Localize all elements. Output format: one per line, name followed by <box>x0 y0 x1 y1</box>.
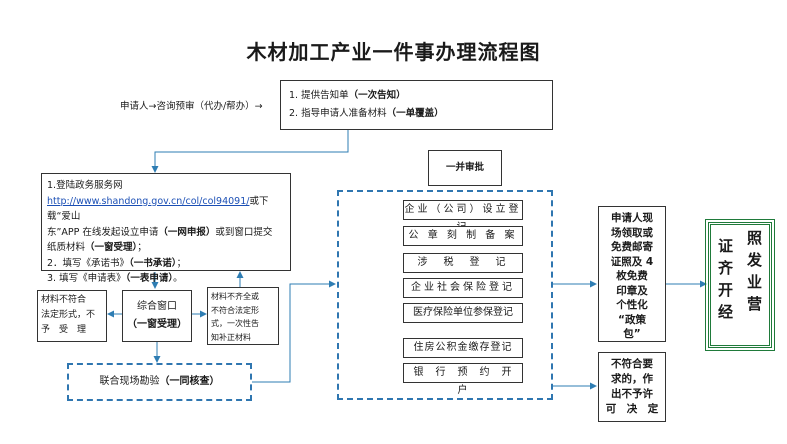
notify-item-2: 2. 指导申请人准备材料 <box>289 108 387 119</box>
apply-text: ； <box>137 242 147 253</box>
apply-step-2: 2．填写《承诺书》 <box>47 257 130 269</box>
supplement-line: 知补正材料 <box>211 332 251 342</box>
notify-item-2-tag: （一单覆盖） <box>386 108 444 119</box>
final-char: 营 <box>746 295 762 313</box>
consult-label: 申请人→咨询预审（代办/帮办）→ <box>120 101 263 112</box>
final-box: 证 齐 开 经 照 发 业 营 <box>705 219 775 351</box>
portal-link[interactable]: http://www.shandong.gov.cn/col/col94091/ <box>47 195 250 207</box>
inspection-tag: （一同核查） <box>159 376 220 387</box>
inspection-box: 联合现场勘验（一同核查） <box>67 363 252 401</box>
apply-box: 1.登陆政务服务网 http://www.shandong.gov.cn/col… <box>41 173 291 284</box>
supplement-line: 不符合法定形 <box>211 305 259 315</box>
supplement-line: 材料不齐全或 <box>211 292 259 301</box>
registration-item: 住房公积金缴存登记 <box>403 338 523 358</box>
reject-right-line: 可 决 定 <box>605 403 659 415</box>
approval-container <box>337 190 553 400</box>
apply-text: 。 <box>173 273 183 284</box>
apply-text: 或到窗口提交 <box>215 226 273 238</box>
notify-box: 1. 提供告知单（一次告知） 2. 指导申请人准备材料（一单覆盖） <box>280 80 553 130</box>
apply-step-1: 1.登陆政务服务网 <box>47 180 123 191</box>
reject-left-box: 材料不符合 法定形式，不 予 受 理 <box>37 290 107 342</box>
reject-right-line: 不符合要 <box>611 358 653 370</box>
window-label: 综合窗口 <box>137 301 177 312</box>
pickup-line: 包” <box>623 328 641 340</box>
arrow-notify-to-apply <box>151 129 349 173</box>
pickup-line: “政策 <box>618 313 646 326</box>
registration-item: 医疗保险单位参保登记 <box>403 303 523 323</box>
pickup-line: 场领取或 <box>611 226 653 239</box>
final-char: 经 <box>717 303 733 321</box>
apply-tag: （一书承诺） <box>129 257 177 269</box>
final-char: 证 <box>717 237 733 255</box>
reject-left-line: 法定形式，不 <box>41 310 96 320</box>
apply-step-3: 3. 填写《申请表》 <box>47 273 126 284</box>
apply-text: ； <box>176 257 187 269</box>
registration-item: 公 章 刻 制 备 案 <box>403 226 523 246</box>
reject-left-line: 材料不符合 <box>41 295 87 305</box>
apply-text: 东”APP 在线发起设立申请 <box>47 226 159 238</box>
notify-item-1-tag: （一次告知） <box>348 90 406 101</box>
registration-item: 涉 税 登 记 <box>403 253 523 273</box>
pickup-line: 个性化 <box>616 299 648 311</box>
pickup-line: 枚免费 <box>616 270 648 282</box>
arrow-inspection-to-approval <box>252 280 336 383</box>
final-char: 照 <box>746 229 762 247</box>
final-char: 业 <box>746 273 762 291</box>
reject-right-box: 不符合要 求的，作 出不予许 可 决 定 <box>598 352 666 422</box>
final-char: 发 <box>746 251 762 269</box>
pickup-line: 申请人现 <box>611 212 653 224</box>
joint-approval-label: 一并审批 <box>428 150 502 186</box>
pickup-line: 证照及 4 <box>610 255 654 268</box>
registration-item: 企业（公司）设立登记 <box>403 200 523 233</box>
pickup-box: 申请人现 场领取或 免费邮寄 证照及 4 枚免费 印章及 个性化 “政策 包” <box>598 206 666 342</box>
apply-text: 或下载“爱山 <box>47 195 269 223</box>
window-box: 综合窗口 （一窗受理） <box>122 290 192 342</box>
apply-tag: （一表申请） <box>125 273 174 284</box>
window-tag: （一窗受理） <box>127 319 187 330</box>
inspection-label: 联合现场勘验 <box>99 376 160 387</box>
final-char: 齐 <box>717 259 733 277</box>
reject-right-line: 出不予许 <box>611 388 653 400</box>
apply-tag: （一窗受理） <box>85 242 138 253</box>
reject-left-line: 予 受 理 <box>41 325 87 335</box>
registration-item: 银 行 预 约 开 户 <box>403 363 523 396</box>
notify-item-1: 1. 提供告知单 <box>289 90 349 101</box>
apply-tag: （一网申报） <box>158 226 216 238</box>
supplement-line: 式，一次性告 <box>211 319 259 328</box>
page-title: 木材加工产业一件事办理流程图 <box>246 40 541 64</box>
supplement-box: 材料不齐全或 不符合法定形 式，一次性告 知补正材料 <box>207 287 279 345</box>
final-char: 开 <box>717 281 733 299</box>
registration-item: 企业社会保险登记 <box>403 278 523 298</box>
pickup-line: 免费邮寄 <box>611 241 653 253</box>
reject-right-line: 求的，作 <box>611 373 653 385</box>
apply-text: 纸质材料 <box>47 242 86 253</box>
pickup-line: 印章及 <box>616 284 648 297</box>
